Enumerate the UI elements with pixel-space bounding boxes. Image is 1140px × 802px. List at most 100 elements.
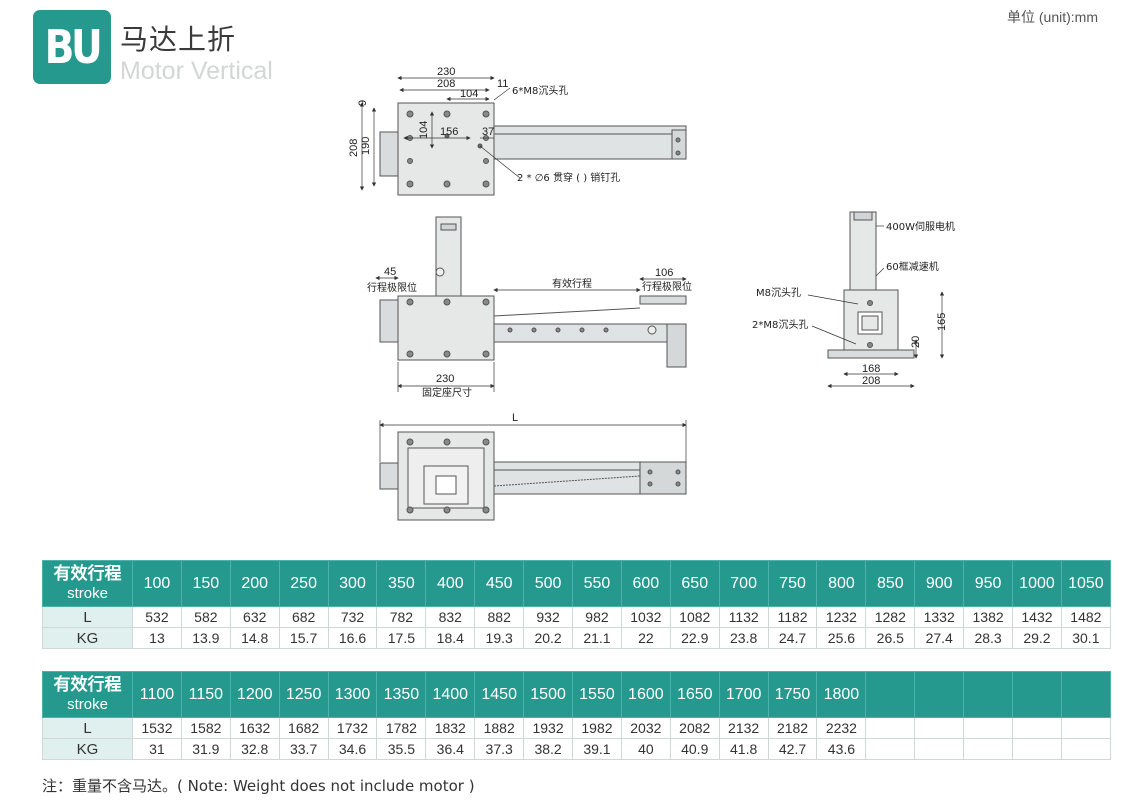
weight-note: 注：重量不含马达。( Note: Weight does not include… [42,777,475,795]
length-cell: 982 [572,606,622,628]
weight-cell: 30.1 [1060,627,1111,649]
length-cell [963,717,1014,739]
stroke-cell: 950 [963,560,1014,607]
weight-cell [963,738,1014,760]
stroke-cell: 1250 [278,671,329,718]
length-cell: 1882 [474,717,525,739]
weight-cell: 23.8 [718,627,769,649]
stroke-cell: 1700 [718,671,769,718]
top-view-drawing [379,102,687,196]
length-cell: 1032 [620,606,671,628]
weight-cell: 33.7 [278,738,329,760]
row-label-L: L [42,606,133,628]
svg-text:400W伺服电机: 400W伺服电机 [886,220,955,233]
svg-text:9: 9 [357,100,369,106]
svg-text:60框减速机: 60框减速机 [886,260,939,273]
svg-text:230: 230 [436,373,454,385]
svg-text:45: 45 [384,266,396,278]
end-view-labels: 400W伺服电机 60框减速机 M8沉头孔 2*M8沉头孔 165 20 168… [752,220,955,387]
stroke-cell: 1500 [523,671,574,718]
svg-text:2 * ∅6 贯穿 ( ) 销钉孔: 2 * ∅6 贯穿 ( ) 销钉孔 [517,171,620,184]
stroke-cell: 550 [572,560,622,607]
top-view-dimensions [359,75,521,191]
length-cell: 882 [474,606,525,628]
weight-cell: 27.4 [914,627,965,649]
top-view-dim-labels: 230 208 104 11 9 208 190 104 156 37 6*M8… [348,66,620,184]
stroke-cell: 400 [425,560,476,607]
weight-cell: 13 [132,627,182,649]
length-cell: 2082 [669,717,720,739]
svg-text:208: 208 [862,375,880,387]
row-label-L: L [42,717,133,739]
svg-text:行程极限位: 行程极限位 [367,281,417,294]
weight-cell: 16.6 [327,627,378,649]
stroke-cell: 850 [865,560,916,607]
stroke-cell: 1650 [669,671,720,718]
weight-cell: 22 [620,627,671,649]
svg-text:208: 208 [437,78,455,90]
length-cell: 532 [132,606,182,628]
svg-text:156: 156 [440,126,458,138]
weight-cell: 14.8 [229,627,280,649]
svg-text:6*M8沉头孔: 6*M8沉头孔 [512,84,568,97]
svg-text:165: 165 [936,313,948,331]
length-cell: 2032 [620,717,671,739]
length-cell: 1932 [523,717,574,739]
unit-label: 单位 (unit):mm [1007,9,1098,25]
weight-cell: 15.7 [278,627,329,649]
weight-cell: 43.6 [816,738,867,760]
length-cell: 1282 [865,606,916,628]
stroke-cell [1012,671,1062,718]
length-cell: 1182 [767,606,818,628]
weight-cell: 35.5 [376,738,427,760]
end-view-drawing [827,211,915,359]
stroke-cell: 450 [474,560,525,607]
length-cell: 1782 [376,717,427,739]
weight-cell [1060,738,1111,760]
svg-text:106: 106 [655,267,673,279]
length-cell: 1082 [669,606,720,628]
weight-cell: 26.5 [865,627,916,649]
weight-cell: 39.1 [572,738,622,760]
weight-cell [865,738,916,760]
row-label-KG: KG [42,627,133,649]
length-cell: 832 [425,606,476,628]
technical-drawings: 230 208 104 11 9 208 190 104 156 37 6*M8… [348,66,955,521]
weight-cell: 29.2 [1012,627,1062,649]
stroke-cell: 1750 [767,671,818,718]
weight-cell: 28.3 [963,627,1014,649]
weight-cell [914,738,965,760]
length-cell: 1482 [1060,606,1111,628]
weight-cell: 38.2 [523,738,574,760]
stroke-cell: 1000 [1012,560,1062,607]
stroke-cell: 150 [180,560,231,607]
svg-text:有效行程: 有效行程 [552,277,592,290]
stroke-cell: 1400 [425,671,476,718]
logo-text: BU [44,20,103,74]
weight-cell [1012,738,1062,760]
length-cell: 1432 [1012,606,1062,628]
weight-cell: 31.9 [180,738,231,760]
stroke-cell: 300 [327,560,378,607]
bottom-view-drawing [379,431,687,521]
length-cell [914,717,965,739]
side-view-dimensions [375,275,687,392]
length-cell [865,717,916,739]
length-cell: 1832 [425,717,476,739]
svg-text:230: 230 [437,66,455,78]
stroke-cell: 1050 [1060,560,1111,607]
weight-cell: 20.2 [523,627,574,649]
stroke-cell: 1600 [620,671,671,718]
length-cell: 1982 [572,717,622,739]
weight-cell: 32.8 [229,738,280,760]
length-cell: 632 [229,606,280,628]
